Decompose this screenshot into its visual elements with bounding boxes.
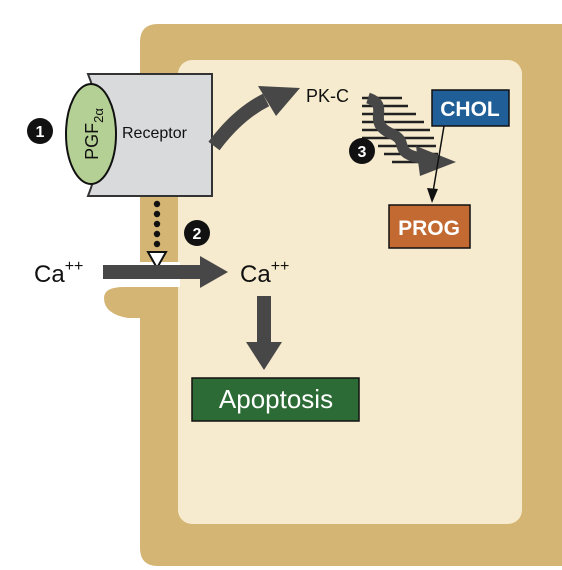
calcium-inside-label: Ca++ <box>240 258 289 288</box>
calcium-influx-arrow <box>103 256 228 288</box>
step-3-label: 3 <box>358 144 367 161</box>
receptor-label: Receptor <box>122 125 188 142</box>
apoptosis-label: Apoptosis <box>219 384 333 414</box>
pkc-wavy-arrowhead <box>416 146 456 176</box>
dotted-signal-line <box>153 200 161 248</box>
step-1-label: 1 <box>36 124 45 141</box>
apoptosis-box <box>191 377 360 422</box>
step-2-marker <box>184 220 210 246</box>
step-2-label: 2 <box>193 226 202 243</box>
chol-to-prog-arrowhead <box>427 188 438 203</box>
chol-label: CHOL <box>440 98 500 121</box>
pgf2alpha-label: PGF2α <box>82 108 106 160</box>
prog-label: PROG <box>398 217 460 240</box>
step-3-marker <box>349 138 375 164</box>
pkc-wavy-arrow <box>365 92 422 164</box>
pkc-label: PK-C <box>306 86 349 106</box>
step-1-marker <box>27 118 53 144</box>
calcium-outside-label: Ca++ <box>34 258 83 288</box>
channel-gate-triangle <box>146 251 168 271</box>
chol-to-prog-arrow-line <box>432 125 445 193</box>
prog-box <box>388 204 471 249</box>
receptor-to-pkc-arrow <box>208 93 270 151</box>
pgf2alpha-ligand <box>65 83 117 185</box>
receptor-to-pkc-arrowhead <box>258 86 300 116</box>
chol-box <box>431 89 510 127</box>
apoptosis-arrow <box>246 296 282 370</box>
